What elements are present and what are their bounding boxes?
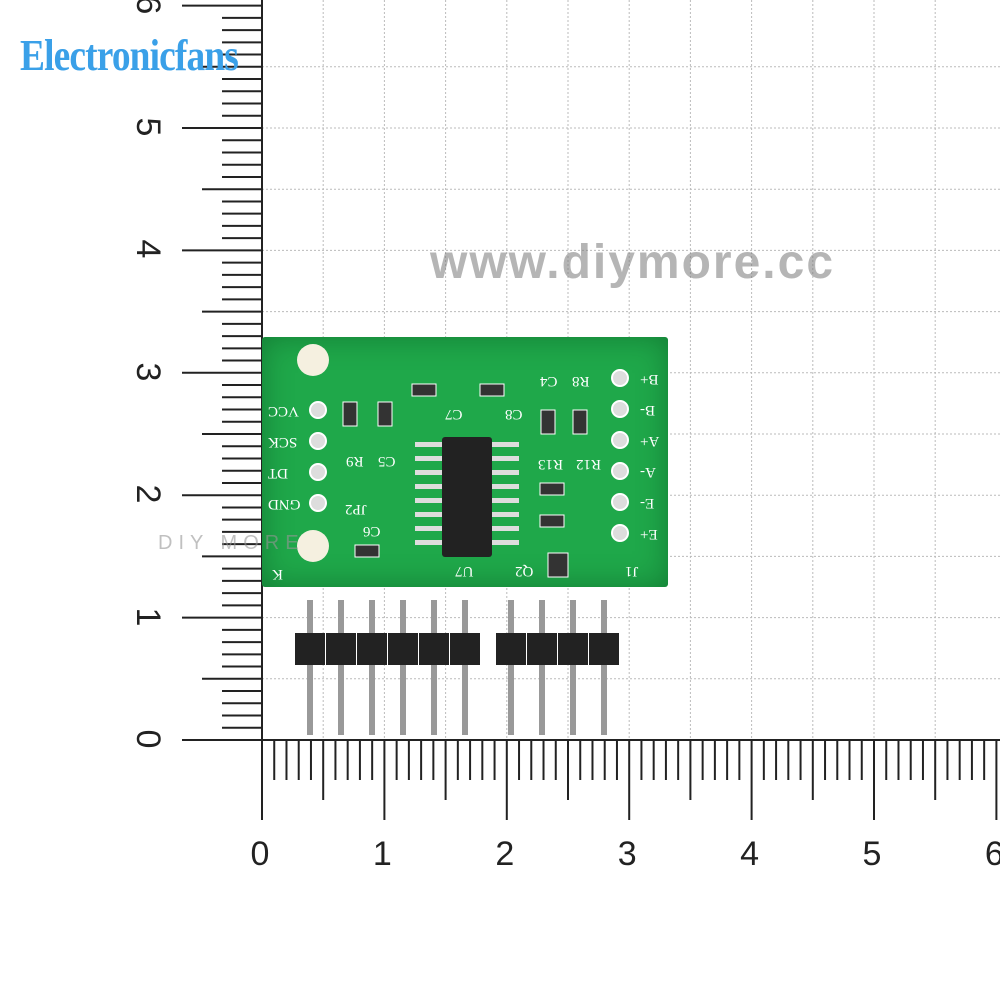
smd-component <box>572 409 588 435</box>
smd-component <box>539 482 565 496</box>
chip-leg <box>492 526 519 531</box>
header-pin <box>539 600 545 735</box>
pin-pad <box>611 462 629 480</box>
smd-component <box>342 401 358 427</box>
x-axis-label: 4 <box>740 835 760 873</box>
chip-leg <box>415 540 442 545</box>
header-pin <box>338 600 344 735</box>
smd-component <box>547 552 569 578</box>
chip-leg <box>415 484 442 489</box>
hx711-chip <box>442 437 492 557</box>
x-axis-label: 0 <box>250 835 270 873</box>
chip-leg <box>492 540 519 545</box>
chip-leg <box>415 498 442 503</box>
header-pin <box>400 600 406 735</box>
chip-leg <box>492 456 519 461</box>
chip-leg <box>492 498 519 503</box>
pin-pad <box>309 401 327 419</box>
chip-leg <box>415 442 442 447</box>
header-housing <box>357 633 387 665</box>
mounting-hole <box>297 530 329 562</box>
smd-component <box>411 383 437 397</box>
smd-component <box>377 401 393 427</box>
header-housing <box>496 633 526 665</box>
pin-pad <box>309 494 327 512</box>
header-pin <box>570 600 576 735</box>
x-axis-label: 3 <box>617 835 637 873</box>
header-housing <box>558 633 588 665</box>
header-pin <box>431 600 437 735</box>
header-pin <box>462 600 468 735</box>
header-pin <box>508 600 514 735</box>
pin-pad <box>309 463 327 481</box>
chip-leg <box>492 470 519 475</box>
watermark-url: www.diymore.cc <box>430 236 836 289</box>
header-housing <box>295 633 325 665</box>
chip-leg <box>492 442 519 447</box>
chip-leg <box>415 512 442 517</box>
pin-pad <box>611 431 629 449</box>
pin-pad <box>611 524 629 542</box>
pin-pad <box>611 369 629 387</box>
header-pin <box>307 600 313 735</box>
chip-leg <box>415 456 442 461</box>
header-pin <box>601 600 607 735</box>
smd-component <box>354 544 380 558</box>
pin-pad <box>309 432 327 450</box>
chip-leg <box>415 470 442 475</box>
smd-component <box>539 514 565 528</box>
mounting-hole <box>297 344 329 376</box>
header-housing <box>388 633 418 665</box>
smd-component <box>540 409 556 435</box>
x-axis-label: 6 <box>984 835 1000 873</box>
x-axis-label: 1 <box>372 835 392 873</box>
x-axis-label: 5 <box>862 835 882 873</box>
smd-component <box>479 383 505 397</box>
chip-leg <box>492 512 519 517</box>
header-housing <box>589 633 619 665</box>
header-housing <box>450 633 480 665</box>
pin-pad <box>611 493 629 511</box>
chip-leg <box>492 484 519 489</box>
header-housing <box>326 633 356 665</box>
pin-pad <box>611 400 629 418</box>
chip-leg <box>415 526 442 531</box>
watermark-sub: DIY MORE <box>158 532 305 554</box>
header-housing <box>527 633 557 665</box>
header-pin <box>369 600 375 735</box>
header-housing <box>419 633 449 665</box>
brand-logo: Electronicfans <box>20 31 239 80</box>
x-axis-label: 2 <box>495 835 515 873</box>
